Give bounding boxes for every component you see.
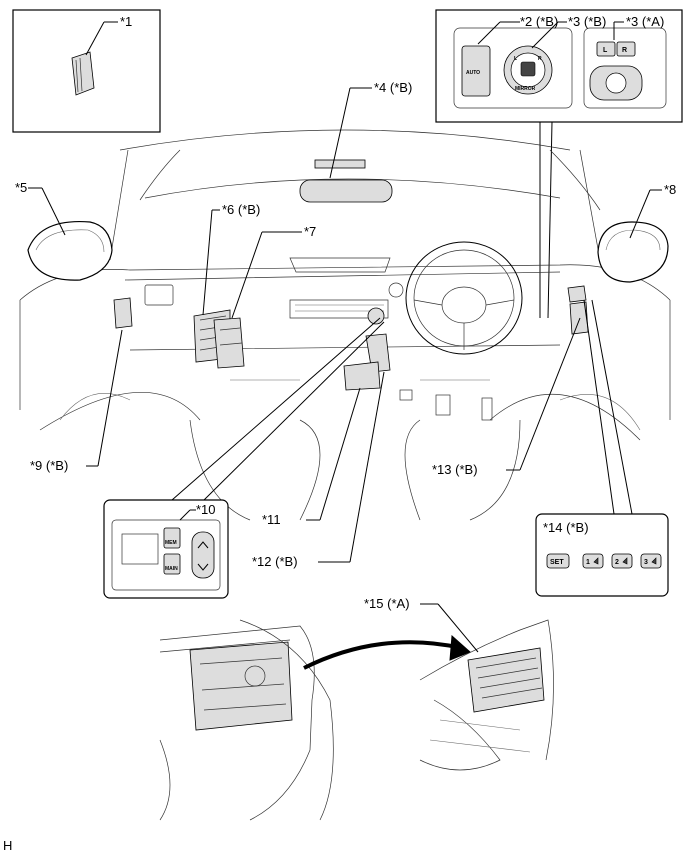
leader-14a — [583, 299, 615, 515]
callout-1: *1 — [120, 14, 132, 29]
up-down-switch — [191, 531, 215, 579]
callout-3a: *3 (*A) — [626, 14, 664, 29]
callout-11: *11 — [262, 512, 281, 527]
engine-compartment-right-view — [419, 619, 554, 771]
knob-r-label: R — [538, 56, 542, 62]
part-1-ecu — [71, 51, 95, 96]
part-14-memory-switch — [567, 285, 587, 303]
figure-code: H — [3, 838, 12, 853]
set-button-label: SET — [550, 559, 564, 566]
part-11-unit — [343, 361, 381, 391]
switch-panel-a — [583, 27, 667, 109]
callout-7: *7 — [304, 224, 316, 239]
part-9-door-switch — [113, 297, 133, 329]
callout-2: *2 (*B) — [520, 14, 558, 29]
select-r-label: R — [622, 47, 627, 54]
right-outside-mirror — [597, 221, 669, 283]
auto-fold-switch — [461, 45, 491, 97]
callout-4: *4 (*B) — [374, 80, 412, 95]
knob-l-label: L — [514, 56, 517, 62]
callout-14: *14 (*B) — [543, 520, 589, 535]
switch-panel-b — [453, 27, 573, 109]
callout-15: *15 (*A) — [364, 596, 410, 611]
callout-5: *5 — [15, 180, 27, 195]
callout-9: *9 (*B) — [30, 458, 68, 473]
memory-2-label: 2 — [615, 559, 619, 566]
callout-6: *6 (*B) — [222, 202, 260, 217]
auto-label: AUTO — [466, 70, 480, 76]
memory-3-label: 3 — [644, 559, 648, 566]
callout-10: *10 — [196, 502, 216, 517]
memory-1-label: 1 — [586, 559, 590, 566]
leader-10a — [171, 317, 381, 501]
part-7-module — [213, 317, 245, 369]
leader-switches-b — [547, 121, 553, 319]
select-l-label: L — [603, 47, 608, 54]
car-interior-sketch — [19, 129, 671, 521]
leader-10b — [203, 321, 385, 501]
callout-8: *8 — [664, 182, 676, 197]
mirror-label: MIRROR — [515, 86, 536, 92]
view-direction-arrow — [303, 640, 463, 670]
callout-3b: *3 (*B) — [568, 14, 606, 29]
callout-12: *12 (*B) — [252, 554, 298, 569]
part-10-switch-location — [367, 307, 385, 325]
part-15-junction-block — [467, 647, 545, 713]
leader-1 — [85, 21, 105, 56]
rear-view-mirror — [299, 179, 393, 203]
steering-wheel — [405, 241, 523, 355]
mem-label: MEM — [165, 540, 177, 546]
engine-compartment-left-view — [159, 619, 334, 821]
callout-13: *13 (*B) — [432, 462, 478, 477]
main-label: MAIN — [165, 566, 178, 572]
leader-14b — [591, 299, 633, 515]
